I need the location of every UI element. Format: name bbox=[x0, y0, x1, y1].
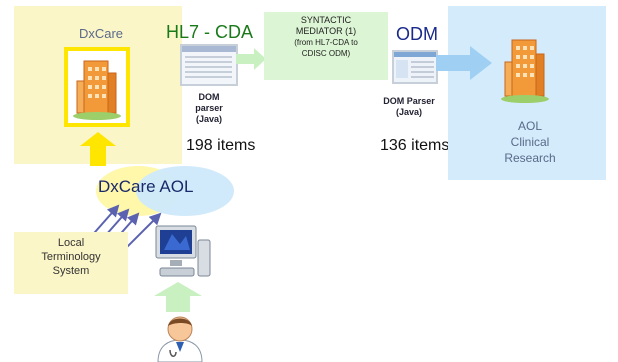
dxcare-building-frame bbox=[64, 47, 130, 127]
dom-parser-line: DOM Parser bbox=[383, 96, 435, 106]
odm-item-count: 136 items bbox=[380, 137, 450, 154]
dom-parser-line: (Java) bbox=[195, 114, 222, 124]
terminology-line: System bbox=[52, 265, 90, 277]
dxcare-title: DxCare bbox=[78, 26, 124, 41]
hl7-item-count: 198 items bbox=[186, 137, 256, 154]
building-icon bbox=[73, 60, 121, 120]
hl7-document-thumbnail bbox=[180, 44, 238, 86]
aol-label-line: Clinical bbox=[510, 135, 550, 149]
doctor-icon bbox=[157, 316, 203, 362]
aol-clinical-research-label: AOL Clinical Research bbox=[490, 118, 570, 166]
local-terminology-box bbox=[14, 232, 128, 294]
arrow-icon bbox=[436, 46, 492, 80]
source-aol-label: AOL bbox=[159, 177, 194, 196]
mediator-line: (from HL7-CDA to bbox=[294, 38, 358, 47]
dxcare-aol-label: DxCare AOL bbox=[98, 177, 193, 197]
dom-parser-line: (Java) bbox=[395, 107, 422, 117]
local-terminology-label: Local Terminology System bbox=[14, 236, 128, 278]
dom-parser-line: DOM parser bbox=[195, 92, 223, 113]
mediator-line: MEDIATOR (1) bbox=[295, 26, 357, 36]
mediator-line: CDISC ODM) bbox=[301, 49, 351, 58]
document-thumbnail-icon bbox=[182, 46, 236, 78]
arrow-icon bbox=[80, 132, 116, 166]
arrow-icon bbox=[154, 282, 202, 312]
odm-label: ODM bbox=[396, 24, 438, 44]
hl7-cda-label: HL7 - CDA bbox=[166, 22, 254, 42]
odm-dom-parser-label: DOM Parser (Java) bbox=[380, 96, 438, 118]
source-dxcare-label: DxCare bbox=[98, 177, 156, 196]
mediator-line: SYNTACTIC bbox=[300, 15, 352, 25]
syntactic-mediator-box bbox=[264, 12, 388, 80]
arrow-icon bbox=[123, 212, 162, 251]
building-icon bbox=[501, 39, 549, 103]
aol-source-ellipse bbox=[136, 166, 234, 216]
aol-label-line: AOL bbox=[517, 119, 542, 133]
odm-document-thumbnail bbox=[392, 50, 438, 84]
terminology-line: Terminology bbox=[41, 251, 101, 263]
document-thumbnail-icon bbox=[394, 52, 436, 78]
hl7-dom-parser-label: DOM parser (Java) bbox=[184, 92, 234, 125]
aol-label-line: Research bbox=[504, 151, 556, 165]
terminology-line: Local bbox=[57, 237, 85, 249]
arrow-icon bbox=[236, 48, 266, 70]
computer-icon bbox=[155, 225, 211, 277]
